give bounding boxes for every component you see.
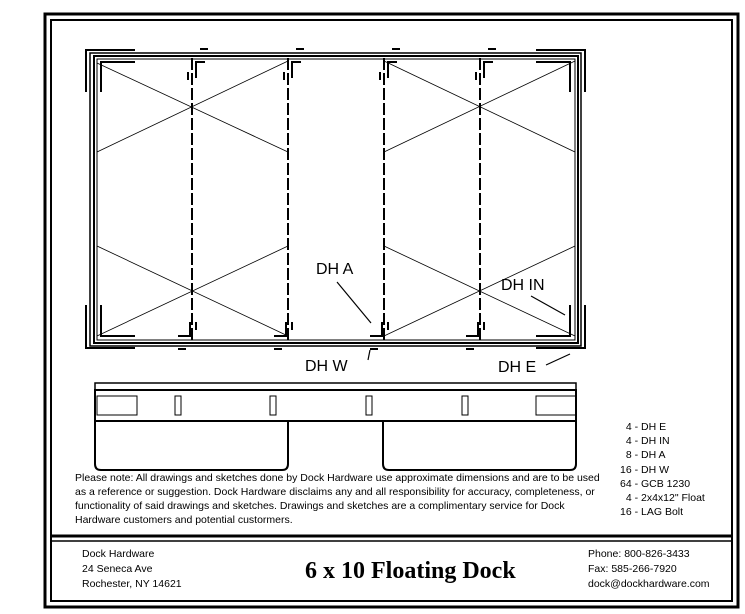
drawing-title: 6 x 10 Floating Dock — [305, 558, 516, 584]
callout-dh-e: DH E — [498, 359, 536, 376]
email-link[interactable]: dock@dockhardware.com — [588, 578, 710, 590]
callout-leaders — [336, 281, 571, 366]
phone: Phone: 800-826-3433 — [588, 548, 690, 560]
city-state-zip: Rochester, NY 14621 — [82, 578, 182, 590]
contact-info: Phone: 800-826-3433 Fax: 585-266-7920 do… — [588, 547, 710, 592]
fax: Fax: 585-266-7920 — [588, 563, 677, 575]
parts-item: 4 - DH IN — [620, 435, 670, 448]
parts-item: 16 - LAG Bolt — [620, 506, 684, 519]
disclaimer-note: Please note: All drawings and sketches d… — [75, 472, 600, 526]
parts-item: 8 - DH A — [620, 449, 666, 462]
dock-side-view — [94, 382, 577, 471]
joists — [191, 58, 481, 340]
parts-item: 4 - DH E — [620, 421, 667, 433]
street-address: 24 Seneca Ave — [82, 563, 153, 575]
parts-item: 16 - DH W — [620, 463, 670, 476]
parts-item: 64 - GCB 1230 — [620, 477, 691, 490]
parts-item: 4 - 2x4x12" Float — [620, 492, 705, 505]
company-address: Dock Hardware 24 Seneca Ave Rochester, N… — [82, 547, 182, 592]
parts-list: 4 - DH E 4 - DH IN 8 - DH A 16 - DH W 64… — [620, 420, 705, 519]
float-left — [94, 421, 289, 471]
float-outlines — [96, 60, 576, 337]
callout-dh-w: DH W — [305, 358, 349, 375]
callout-dh-a: DH A — [316, 261, 354, 278]
dock-top-view — [85, 48, 586, 366]
float-right — [382, 421, 577, 471]
sheet-frame — [43, 12, 740, 609]
callout-dh-in: DH IN — [501, 277, 545, 294]
company-name: Dock Hardware — [82, 548, 155, 560]
corner-brackets — [85, 48, 586, 350]
